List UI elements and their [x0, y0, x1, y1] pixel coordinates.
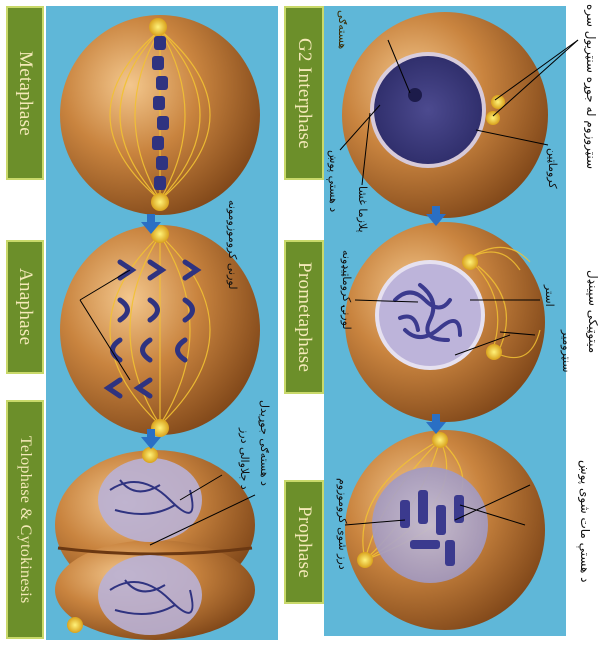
label-daughter-chromosomes: لورنی کروموزومونه: [226, 200, 239, 289]
stage-anaphase: Anaphase: [6, 240, 44, 374]
label-nuclear-envelope-fragments: د هستې مات شوی پوښ: [578, 460, 592, 582]
centriole-2: [486, 111, 500, 125]
stage-g2-interphase: G2 Interphase: [284, 6, 324, 180]
label-mitotic-spindle: میتوټیکی سپینډل: [586, 270, 600, 353]
label-nucleolus: هسته‌ګی: [336, 10, 349, 49]
stage-prophase: Prophase: [284, 480, 324, 604]
label-condensed-chromosome: درز شوی کروموزوم: [336, 478, 349, 570]
label-centrosome-centrioles: سنټروزوم له جوړه سنټريول سره: [584, 4, 598, 169]
stage-telophase: Telophase & Cytokinesis: [6, 400, 44, 639]
label-aster: استر: [543, 285, 556, 307]
metaphase-cell: [60, 15, 260, 215]
label-nucleolus-forming: د هسته‌ګی جوړيدل: [258, 400, 271, 486]
interphase-cell: [342, 12, 548, 218]
label-sister-chromatids: لورنۍ کروماټيډونه: [340, 250, 353, 330]
label-chromatin: کروماټين: [546, 148, 559, 189]
chromatin-mass: [374, 56, 482, 164]
nucleolus: [408, 88, 422, 102]
centrosome-lower: [486, 344, 502, 360]
label-centromere: سنټرومير: [560, 330, 573, 373]
centrosome-upper: [462, 254, 478, 270]
label-plasma-membrane: پلازما غشا: [356, 186, 369, 233]
telophase-cell: [55, 447, 255, 640]
label-cleavage-furrow: د جلاوالی درز: [238, 428, 251, 490]
stage-prometaphase: Prometaphase: [284, 240, 324, 394]
prophase-cell: [345, 430, 545, 630]
label-nuclear-envelope: د هستې پوښ: [327, 150, 340, 212]
stage-metaphase: Metaphase: [6, 6, 44, 180]
prometaphase-cell: [345, 222, 545, 422]
